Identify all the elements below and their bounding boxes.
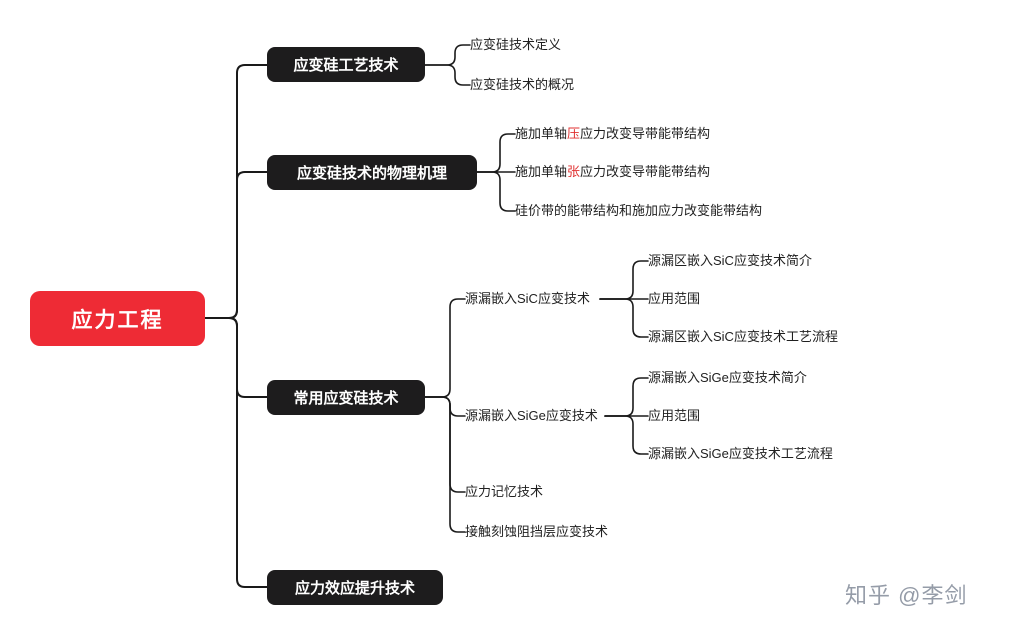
leaf-sige-intro[interactable]: 源漏嵌入SiGe应变技术简介 [648,370,807,385]
leaf-sic-scope[interactable]: 应用范围 [648,291,701,306]
zhihu-watermark: 知乎 @李剑 [845,583,968,608]
branch-common-techniques[interactable]: 常用应变硅技术 [267,380,425,415]
leaf-definition[interactable]: 应变硅技术定义 [470,37,562,52]
leaf-text-suffix: 应力改变导带能带结构 [580,164,711,179]
leaf-text-highlight: 张 [567,164,581,179]
leaf-sige-technique[interactable]: 源漏嵌入SiGe应变技术 [465,408,598,423]
branch-strained-si-process[interactable]: 应变硅工艺技术 [267,47,425,82]
branch-physical-mechanism[interactable]: 应变硅技术的物理机理 [267,155,477,190]
leaf-text-prefix: 施加单轴 [515,126,568,141]
root-topic[interactable]: 应力工程 [30,291,205,346]
leaf-text-prefix: 施加单轴 [515,164,568,179]
leaf-sige-process-flow[interactable]: 源漏嵌入SiGe应变技术工艺流程 [648,446,833,461]
leaf-overview[interactable]: 应变硅技术的概况 [470,77,575,92]
branch-stress-enhancement[interactable]: 应力效应提升技术 [267,570,443,605]
leaf-compressive-stress[interactable]: 施加单轴压应力改变导带能带结构 [515,125,710,143]
leaf-stress-memory[interactable]: 应力记忆技术 [465,484,544,499]
leaf-valence-band[interactable]: 硅价带的能带结构和施加应力改变能带结构 [515,203,763,218]
leaf-tensile-stress[interactable]: 施加单轴张应力改变导带能带结构 [515,163,710,181]
leaf-sic-process-flow[interactable]: 源漏区嵌入SiC应变技术工艺流程 [648,329,838,344]
leaf-sige-scope[interactable]: 应用范围 [648,408,701,423]
leaf-sic-intro[interactable]: 源漏区嵌入SiC应变技术简介 [648,253,812,268]
leaf-text-highlight: 压 [567,126,581,141]
leaf-contact-etch-stop[interactable]: 接触刻蚀阻挡层应变技术 [465,524,609,539]
leaf-sic-technique[interactable]: 源漏嵌入SiC应变技术 [465,291,590,306]
leaf-text-suffix: 应力改变导带能带结构 [580,126,711,141]
